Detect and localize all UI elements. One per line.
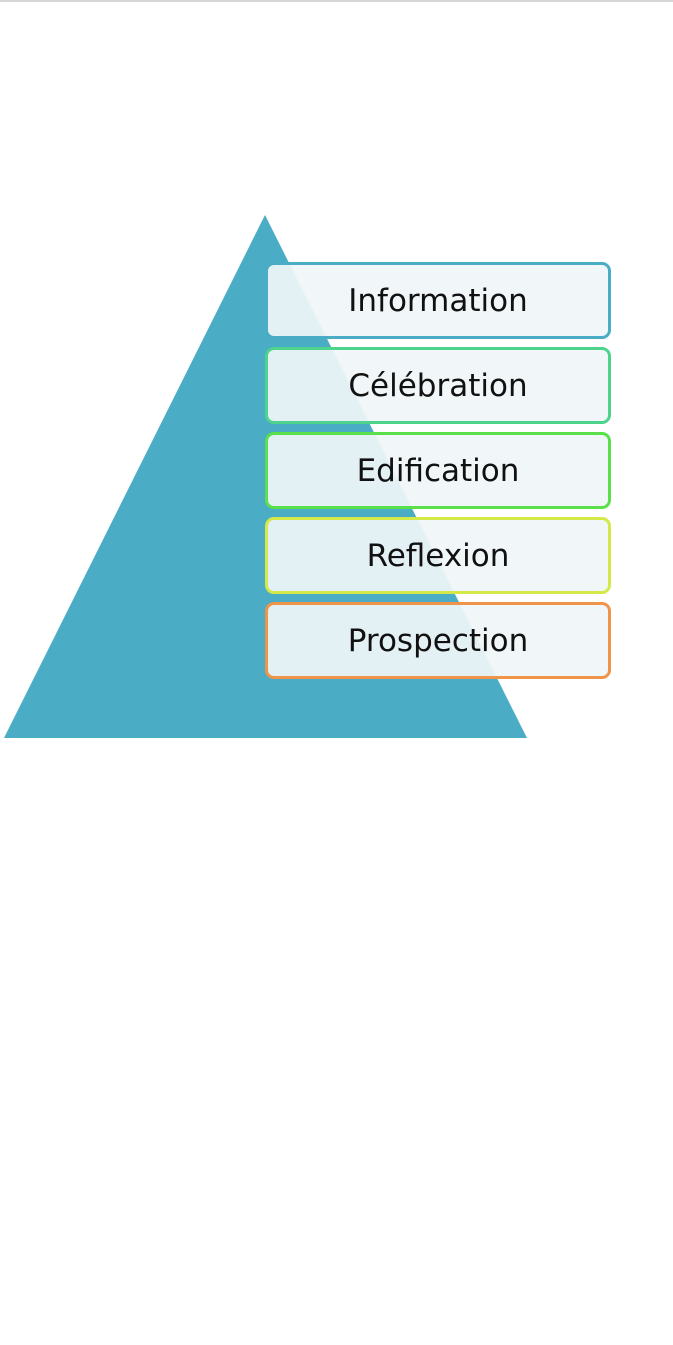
level-information: Information	[265, 262, 611, 339]
level-prospection: Prospection	[265, 602, 611, 679]
level-reflexion: Reflexion	[265, 517, 611, 594]
top-border	[0, 0, 673, 2]
level-celebration: Célébration	[265, 347, 611, 424]
level-edification: Edification	[265, 432, 611, 509]
pyramid-levels: Information Célébration Edification Refl…	[265, 262, 611, 687]
